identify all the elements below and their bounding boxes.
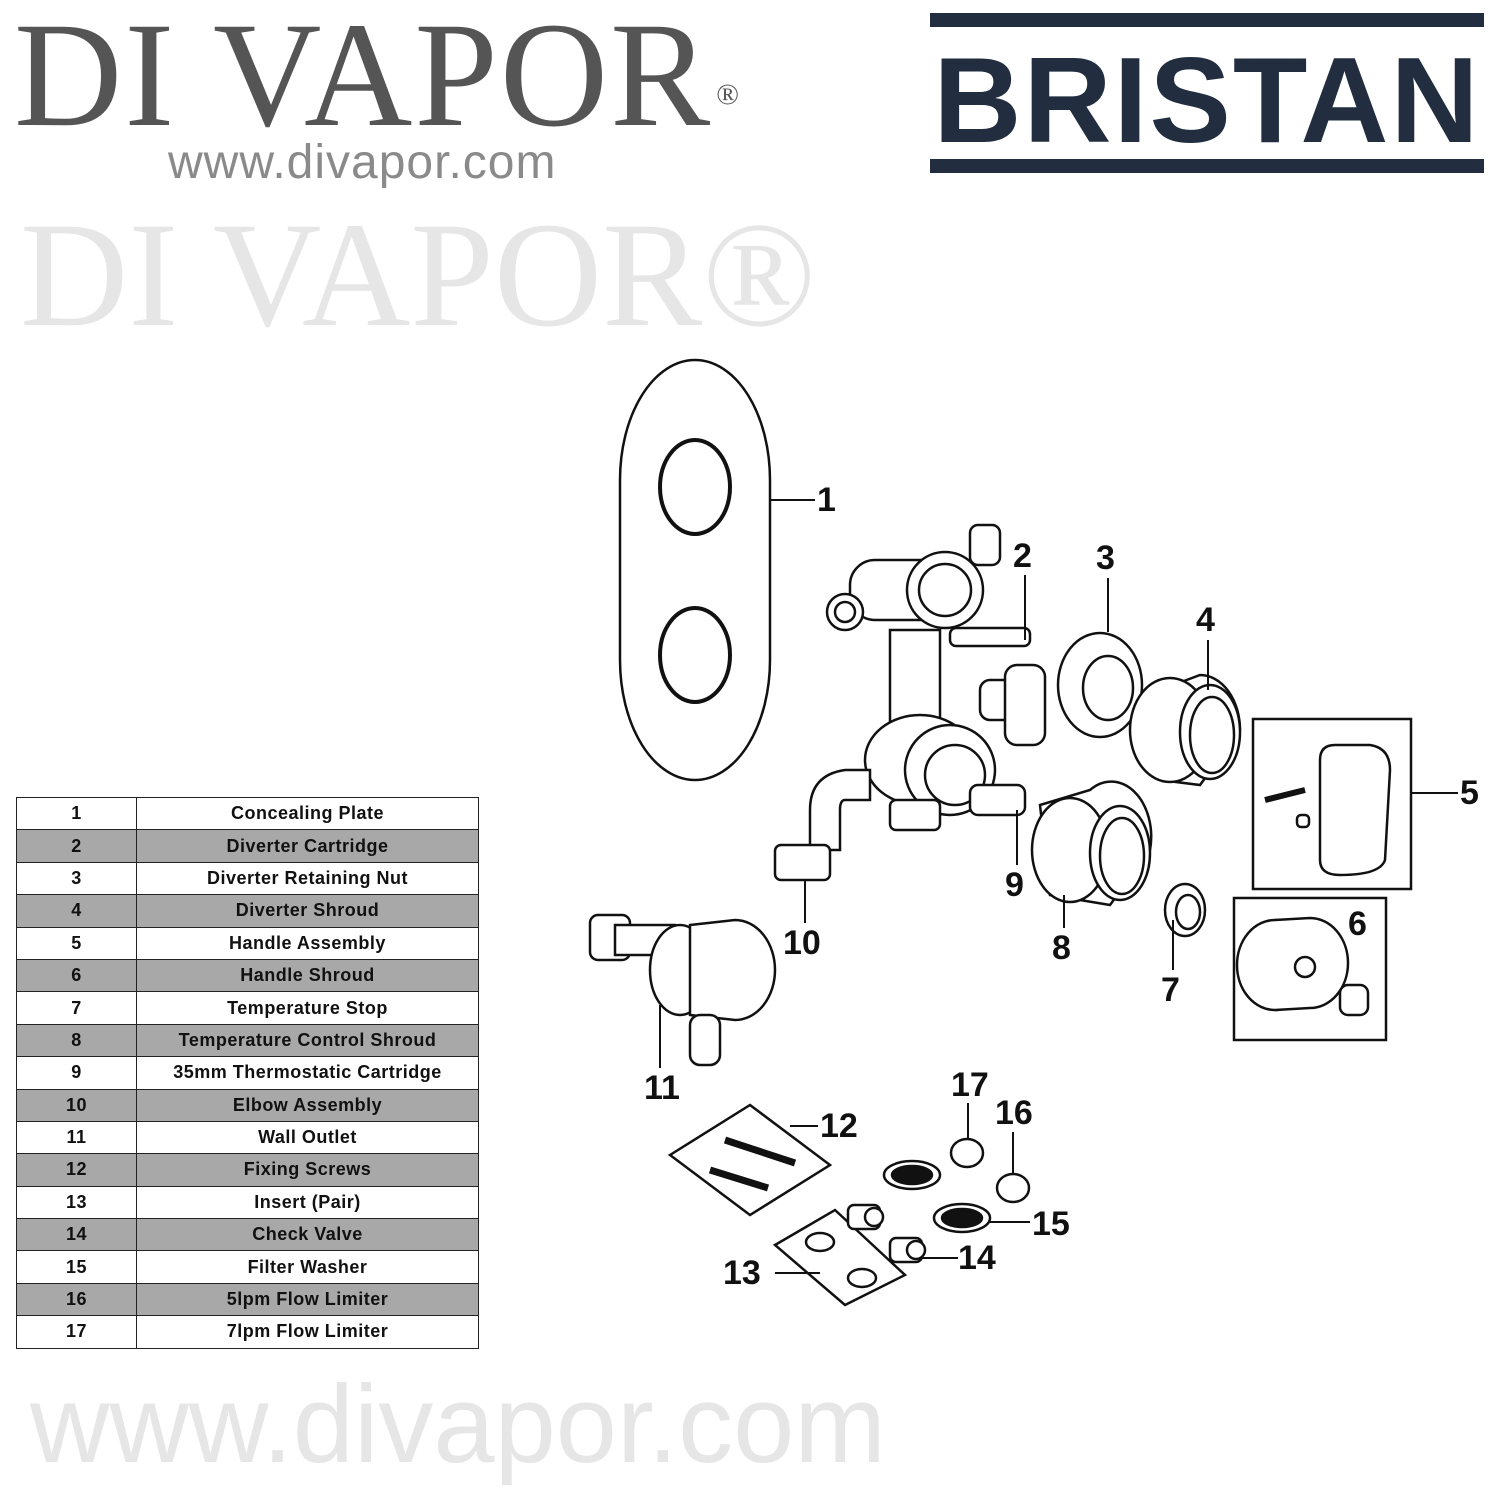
callout-11: 11 [644, 1069, 680, 1107]
part-inserts [772, 1208, 908, 1307]
part-number: 11 [16, 1120, 137, 1155]
part-number: 1 [16, 796, 137, 831]
callout-14: 14 [958, 1239, 996, 1277]
part-diverter-shroud [1128, 673, 1242, 787]
part-name: Concealing Plate [136, 796, 479, 831]
callout-17: 17 [951, 1066, 989, 1104]
part-name: Elbow Assembly [136, 1088, 479, 1122]
part-diverter-retaining-nut [1056, 631, 1144, 739]
part-name: 7lpm Flow Limiter [136, 1315, 479, 1349]
part-number: 17 [16, 1315, 137, 1349]
part-name: Fixing Screws [136, 1153, 479, 1187]
callout-3: 3 [1096, 539, 1115, 577]
part-number: 14 [16, 1218, 137, 1252]
callout-10: 10 [783, 924, 821, 962]
part-temperature-stop [1163, 882, 1207, 938]
part-number: 7 [16, 991, 137, 1025]
part-filter-washers [882, 1159, 992, 1234]
part-diverter-cartridge [948, 626, 1032, 648]
part-name: Handle Assembly [136, 926, 479, 960]
part-number: 16 [16, 1282, 137, 1317]
part-number: 13 [16, 1185, 137, 1220]
callout-16: 16 [995, 1094, 1033, 1132]
part-name: 5lpm Flow Limiter [136, 1282, 479, 1317]
divapor-logo-text: DI VAPOR [14, 0, 713, 158]
part-number: 9 [16, 1056, 137, 1090]
part-name: Diverter Shroud [136, 894, 479, 928]
part-check-valves [846, 1203, 927, 1264]
part-concealing-plate [618, 358, 772, 782]
part-temperature-control-shroud [1030, 780, 1153, 907]
part-number: 4 [16, 894, 137, 928]
registered-mark: ® [716, 78, 741, 111]
callout-5: 5 [1460, 774, 1479, 812]
part-name: Handle Shroud [136, 958, 479, 993]
callout-9: 9 [1005, 866, 1024, 904]
part-number: 12 [16, 1153, 137, 1187]
part-fixing-screws [667, 1103, 833, 1217]
part-wall-outlet [588, 913, 777, 1067]
part-handle-shroud [1232, 896, 1388, 1042]
part-elbow-assembly [773, 768, 872, 882]
watermark-url: www.divapor.com [30, 1363, 886, 1486]
callout-15: 15 [1032, 1205, 1070, 1243]
callout-2: 2 [1013, 537, 1032, 575]
part-name: Diverter Retaining Nut [136, 861, 479, 896]
logo-bar-top [930, 13, 1484, 27]
part-name: Diverter Cartridge [136, 829, 479, 863]
part-handle-assembly [1251, 717, 1413, 891]
divapor-url: www.divapor.com [168, 136, 557, 189]
callout-7: 7 [1161, 971, 1180, 1009]
logo-bar-bottom [930, 159, 1484, 173]
part-name: Temperature Stop [136, 991, 479, 1025]
part-number: 2 [16, 829, 137, 863]
callout-12: 12 [820, 1107, 858, 1145]
part-name: 35mm Thermostatic Cartridge [136, 1056, 479, 1090]
part-number: 15 [16, 1250, 137, 1284]
callout-6: 6 [1348, 905, 1367, 943]
part-number: 10 [16, 1088, 137, 1122]
callout-1: 1 [817, 481, 836, 519]
part-name: Filter Washer [136, 1250, 479, 1284]
callout-4: 4 [1196, 601, 1215, 639]
part-name: Insert (Pair) [136, 1185, 479, 1220]
callout-13: 13 [723, 1254, 761, 1292]
part-thermostatic-cartridge [968, 783, 1027, 817]
leader-lines [659, 499, 1458, 1274]
part-name: Wall Outlet [136, 1120, 479, 1155]
part-number: 5 [16, 926, 137, 960]
watermark-logo: DI VAPOR® [20, 192, 817, 358]
part-flow-limiters [949, 1137, 1031, 1204]
part-valve-body [825, 523, 1047, 832]
part-name: Temperature Control Shroud [136, 1023, 479, 1058]
part-name: Check Valve [136, 1218, 479, 1252]
bristan-logo-text: BRISTAN [933, 32, 1481, 168]
part-number: 3 [16, 861, 137, 896]
part-number: 8 [16, 1023, 137, 1058]
part-number: 6 [16, 958, 137, 993]
bristan-logo: BRISTAN [930, 13, 1484, 173]
callout-8: 8 [1052, 929, 1071, 967]
divapor-logo: DI VAPOR® [14, 0, 741, 150]
